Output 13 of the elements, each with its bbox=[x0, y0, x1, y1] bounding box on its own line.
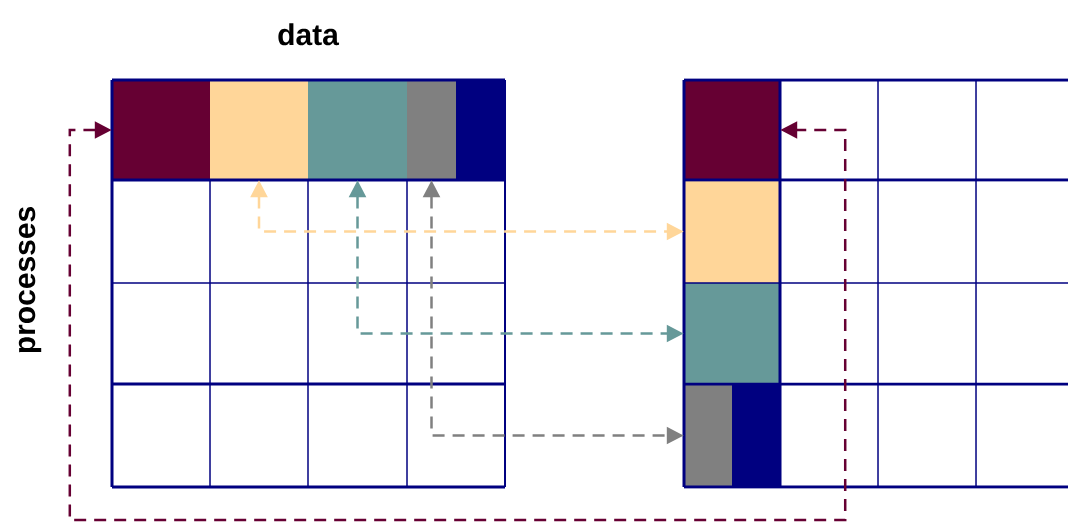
colored-cell bbox=[732, 384, 780, 487]
colored-cell bbox=[684, 180, 780, 283]
colored-cell bbox=[684, 283, 780, 384]
colored-cell bbox=[456, 80, 505, 180]
colored-cell bbox=[308, 80, 407, 180]
dashed-arrow bbox=[68, 121, 847, 522]
axis-label: data bbox=[278, 23, 340, 46]
axis-label: processes bbox=[18, 207, 42, 353]
colored-cell bbox=[407, 80, 456, 180]
colored-cell bbox=[210, 80, 308, 180]
colored-cell bbox=[684, 384, 732, 487]
colored-cell bbox=[684, 80, 780, 180]
colored-cell bbox=[112, 80, 210, 180]
